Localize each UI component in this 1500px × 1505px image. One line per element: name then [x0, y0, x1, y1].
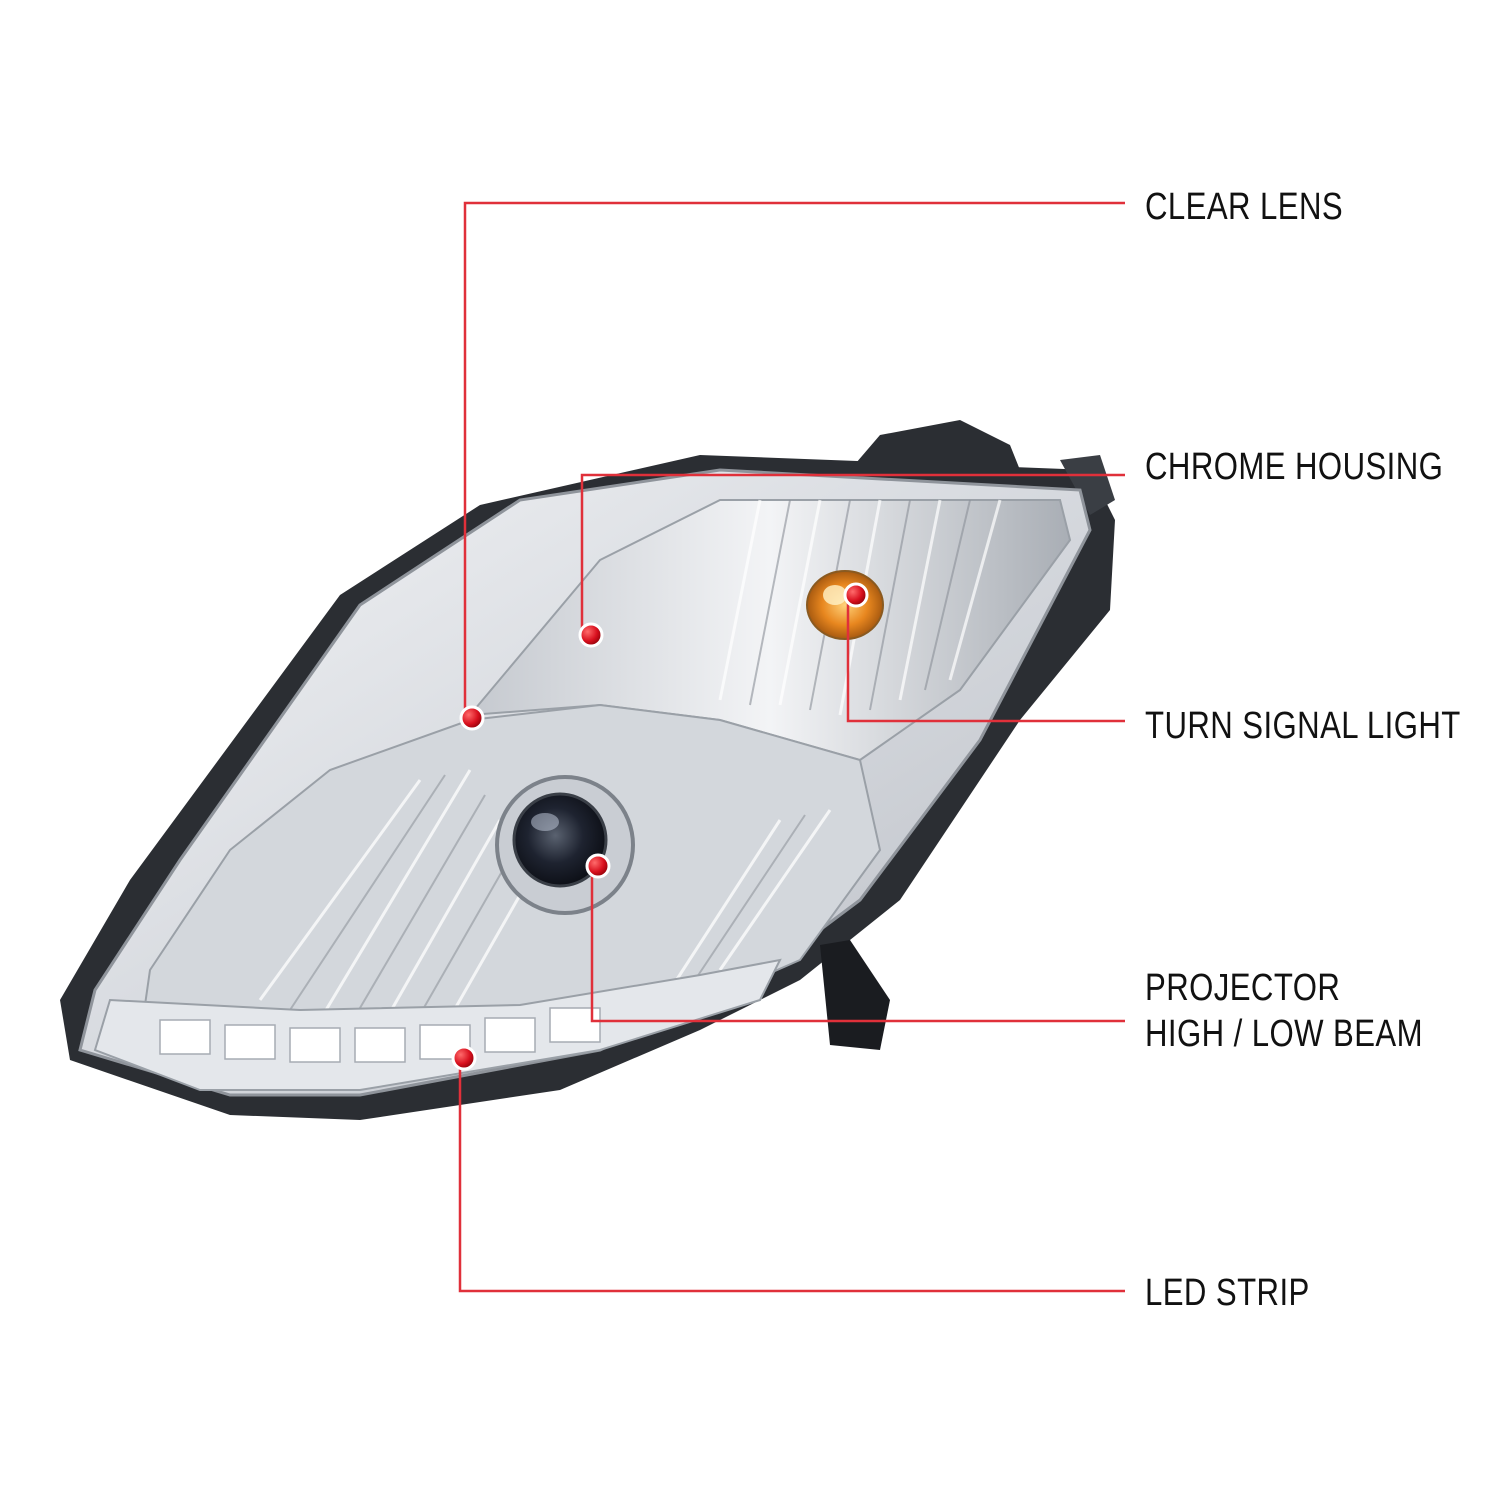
- callout-line: CLEAR LENS: [1145, 186, 1344, 228]
- marker-led-strip: [451, 1045, 477, 1071]
- marker-chrome-housing: [578, 622, 604, 648]
- leader-chrome-housing: [580, 473, 1125, 635]
- leader-clear-lens: [463, 201, 1125, 717]
- mount-tab-right: [1060, 455, 1115, 515]
- callout-chrome-housing: CHROME HOUSING: [1145, 444, 1443, 490]
- callout-line: PROJECTOR: [1145, 967, 1341, 1009]
- turn-signal-bulb: [806, 570, 884, 640]
- callout-line: CHROME HOUSING: [1145, 446, 1444, 488]
- marker-turn-signal: [843, 582, 869, 608]
- leader-led-strip: [458, 1058, 1125, 1293]
- callout-line: TURN SIGNAL LIGHT: [1145, 705, 1461, 747]
- leader-turn-signal: [846, 597, 1125, 723]
- callout-led-strip: LED STRIP: [1145, 1270, 1310, 1316]
- leader-projector: [590, 865, 1125, 1023]
- callout-clear-lens: CLEAR LENS: [1145, 184, 1343, 230]
- marker-projector: [585, 853, 611, 879]
- callout-line: HIGH / LOW BEAM: [1145, 1013, 1423, 1055]
- marker-clear-lens: [459, 705, 485, 731]
- mount-bracket: [820, 940, 890, 1050]
- callout-projector-beam: PROJECTOR HIGH / LOW BEAM: [1145, 965, 1423, 1057]
- callout-turn-signal-light: TURN SIGNAL LIGHT: [1145, 703, 1461, 749]
- callout-line: LED STRIP: [1145, 1272, 1310, 1314]
- mount-tab-top: [850, 420, 1020, 470]
